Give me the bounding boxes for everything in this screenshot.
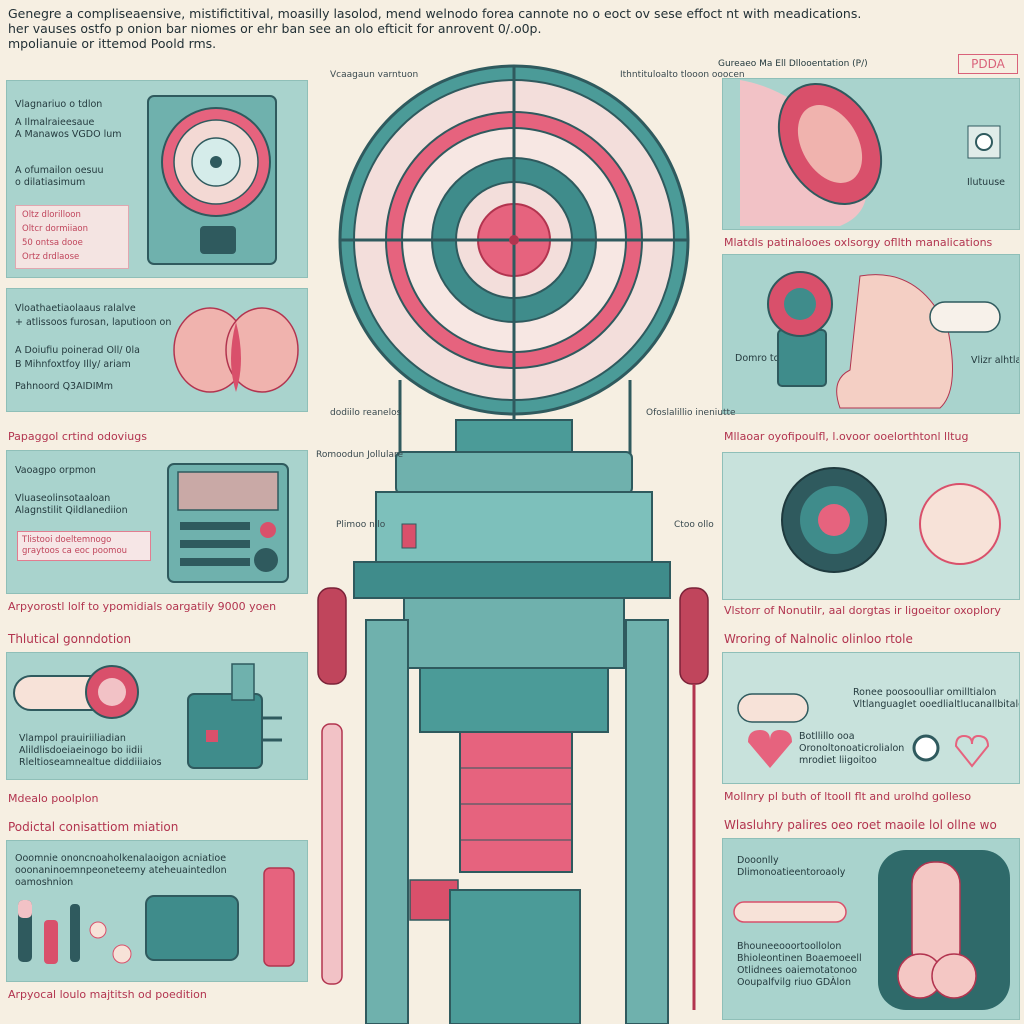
left-panel-1: Vlagnariuo o tdlon A Ilmalraieesaue A Ma… bbox=[6, 80, 308, 278]
right-p2-label-1: Domro tdo bbox=[735, 353, 786, 364]
left-heading-4: Thlutical gonndotion bbox=[8, 632, 132, 646]
left-p2-line-2: + atlissoos furosan, laputioon on bbox=[15, 317, 172, 328]
left-p1-line-1: Vlagnariuo o tdlon bbox=[15, 99, 103, 110]
right-p5-line-1: Dooonlly bbox=[737, 855, 779, 866]
right-heading-5: Wlasluhry palires oeo roet maoile lol ol… bbox=[724, 818, 997, 832]
callout-right-support: Ofoslalillio ineniutte bbox=[646, 408, 736, 418]
left-p1-tag-2: Oltcr dormiiaon bbox=[22, 224, 88, 234]
central-device-illustration bbox=[317, 64, 709, 1024]
right-p5-line-2: Dlimonoatieentoroaoly bbox=[737, 867, 846, 878]
left-p5-line-3: oamoshnion bbox=[15, 877, 74, 888]
left-p2-line-1: Vloathaetiaolaaus ralalve bbox=[15, 303, 136, 314]
left-panel-5: Ooomnie ononcnoaholkenalaoigon acniatioe… bbox=[6, 840, 308, 982]
left-p2-line-3: A Doiufiu poinerad Oll/ 0la bbox=[15, 345, 140, 356]
right-p4-line-3: Botllillo ooa bbox=[799, 731, 855, 742]
left-caption-4: Mdealo poolplon bbox=[8, 792, 99, 805]
header: Genegre a compliseaensive, mistifictitiv… bbox=[8, 6, 1018, 51]
right-p4-line-2: Vltlanguaglet ooedlialtlucanallbitale bbox=[853, 699, 1020, 710]
left-p4-line-2: Alildlisdoeiaeinogo bo iidii bbox=[19, 745, 143, 756]
right-panel-1: Ilutuuse bbox=[722, 78, 1020, 230]
left-p4-line-1: Vlampol prauiriiliadian bbox=[19, 733, 126, 744]
left-p4-line-3: Rleltioseamnealtue diddiiiaios bbox=[19, 757, 162, 768]
left-p1-line-5: o dilatiasimum bbox=[15, 177, 86, 188]
left-p3-line-2: Vluaseolinsotaaloan bbox=[15, 493, 111, 504]
left-p1-tag-1: Oltz dlorilloon bbox=[22, 210, 81, 220]
left-p1-line-4: A ofumailon oesuu bbox=[15, 165, 104, 176]
right-p4-line-4: Oronoltonoaticrolialon bbox=[799, 743, 905, 754]
left-p3-note-2: graytoos ca eoc poomou bbox=[22, 546, 128, 556]
left-p3-note-box: Tlistooi doeltemnogo graytoos ca eoc poo… bbox=[17, 531, 151, 561]
right-panel-4: Ronee poosooulliar omilltialon Vltlangua… bbox=[722, 652, 1020, 784]
pdda-badge: PDDA bbox=[958, 54, 1018, 74]
left-p1-line-3: A Manawos VGDO lum bbox=[15, 129, 122, 140]
header-line-3: mpolianuie or ittemod Poold rms. bbox=[8, 36, 217, 51]
left-caption-3: Arpyorostl lolf to ypomidials oargatily … bbox=[8, 600, 277, 613]
left-p1-tag-3: 50 ontsa dooe bbox=[22, 238, 83, 248]
header-line-2: her vauses ostfo p onion bar niomes or e… bbox=[8, 21, 542, 36]
callout-vacuum-variation: Vcaagaun varntuon bbox=[330, 70, 419, 80]
right-p5-bottom-4: Ooupalfvilg riuo GDÀlon bbox=[737, 977, 851, 988]
callout-left-indicator: Plimoo nllo bbox=[336, 520, 386, 530]
left-p5-line-2: ooonaninoemnpeoneteemy ateheuaintedlon bbox=[15, 865, 227, 876]
right-p4-line-5: mrodiet liigoitoo bbox=[799, 755, 877, 766]
right-caption-2: Mllaoar oyofipoulfl, l.ovoor ooelorthton… bbox=[724, 430, 969, 443]
right-panel-5: Dooonlly Dlimonoatieentoroaoly Bhouneeoo… bbox=[722, 838, 1020, 1020]
left-p3-line-3: Alagnstilit Qildlanediion bbox=[15, 505, 128, 516]
right-p2-label-2: Vlizr alhtlaoy bbox=[971, 355, 1019, 366]
left-p1-tag-4: Ortz drdlaose bbox=[22, 252, 80, 262]
left-p2-line-4: B Mihnfoxtfoy Illy/ ariam bbox=[15, 359, 131, 370]
right-p5-bottom-1: Bhouneeooortoollolon bbox=[737, 941, 842, 952]
right-p5-bottom-2: Bhioleontinen Boaemoeell bbox=[737, 953, 862, 964]
right-panel-3 bbox=[722, 452, 1020, 600]
left-p5-line-1: Ooomnie ononcnoaholkenalaoigon acniatioe bbox=[15, 853, 227, 864]
left-panel-3: Vaoagpo orpmon Vluaseolinsotaaloan Alagn… bbox=[6, 450, 308, 594]
right-caption-1: Mlatdls patinalooes oxlsorgy ofllth mana… bbox=[724, 236, 993, 249]
callout-collar: Romoodun Jollulare bbox=[316, 450, 404, 460]
header-line-1: Genegre a compliseaensive, mistifictitiv… bbox=[8, 6, 862, 21]
left-panel-2: Vloathaetiaolaaus ralalve + atlissoos fu… bbox=[6, 288, 308, 412]
left-p1-line-2: A Ilmalraieesaue bbox=[15, 117, 95, 128]
left-p3-note-1: Tlistooi doeltemnogo bbox=[22, 535, 112, 545]
left-p3-line-1: Vaoagpo orpmon bbox=[15, 465, 96, 476]
callout-left-support: dodiilo reanelos bbox=[330, 408, 402, 418]
callout-instrumentation: Ithntituloalto tlooon ooocen bbox=[620, 70, 745, 80]
right-caption-3: Vlstorr of Nonutilr, aal dorgtas ir ligo… bbox=[724, 604, 1001, 617]
left-caption-5: Arpyocal loulo majtitsh od poedition bbox=[8, 988, 207, 1001]
left-heading-5: Podictal conisattiom miation bbox=[8, 820, 179, 834]
right-heading-4: Wroring of Nalnolic olinloo rtole bbox=[724, 632, 913, 646]
top-right-label: Gureaeo Ma Ell Dllooentation (P/) bbox=[718, 59, 868, 69]
left-panel-4: Vlampol prauiriiliadian Alildlisdoeiaein… bbox=[6, 652, 308, 780]
right-panel-2: Domro tdo Vlizr alhtlaoy bbox=[722, 254, 1020, 414]
left-p2-line-5: Pahnoord Q3AIDIMm bbox=[15, 381, 113, 392]
right-p1-label: Ilutuuse bbox=[967, 177, 1006, 188]
left-p1-tag-box: Oltz dlorilloon Oltcr dormiiaon 50 ontsa… bbox=[15, 205, 129, 269]
right-p5-bottom-3: Otlidnees oaiemotatonoo bbox=[737, 965, 858, 976]
right-caption-4: Mollnry pl buth of ltooll flt and urolhd… bbox=[724, 790, 972, 803]
left-caption-2: Papaggol crtind odoviugs bbox=[8, 430, 147, 443]
right-p4-line-1: Ronee poosooulliar omilltialon bbox=[853, 687, 997, 698]
callout-right-indicator: Ctoo ollo bbox=[674, 520, 714, 530]
